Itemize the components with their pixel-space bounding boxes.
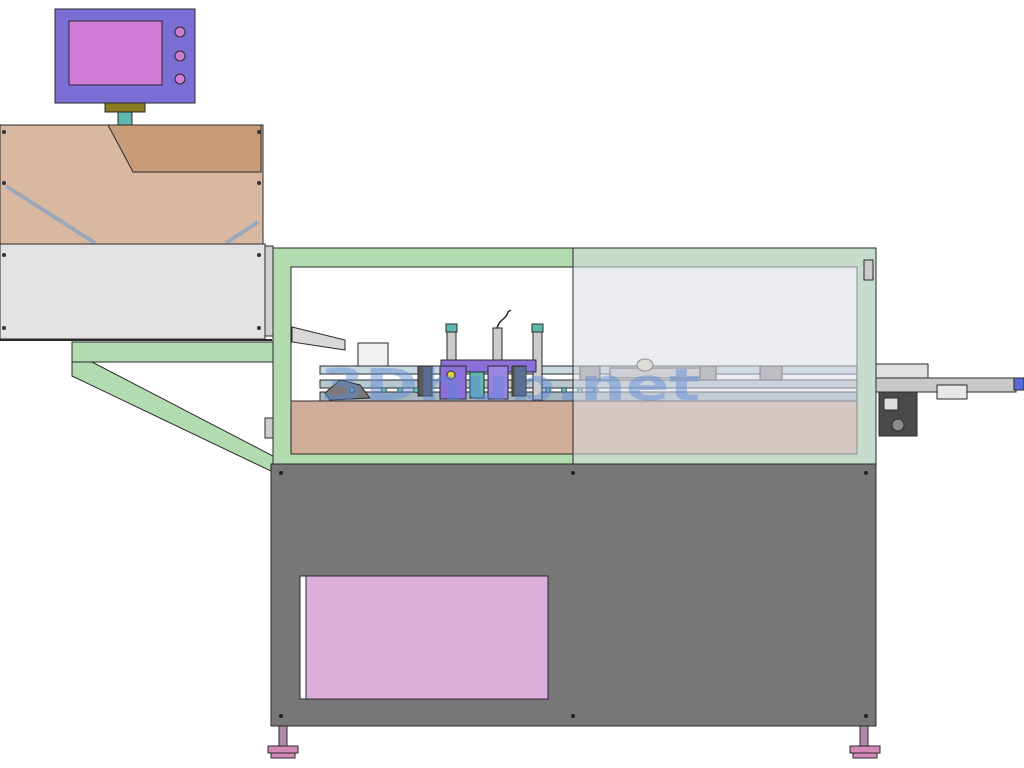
cabinet-bolt (864, 471, 868, 475)
hopper-bolt (2, 253, 6, 257)
bracket-top-beam (71, 341, 274, 363)
outfeed-motor-plate (883, 397, 899, 411)
station-cap-right (531, 323, 544, 333)
forming-station (417, 309, 544, 401)
rail-roller (545, 387, 551, 393)
station-post-mid (492, 327, 503, 361)
outfeed-motor-hub (891, 418, 905, 432)
hopper-bolt (257, 253, 261, 257)
glass-cover (572, 247, 877, 465)
station-clamp-b (511, 365, 527, 397)
leveling-foot-icon (849, 725, 881, 759)
hopper-bolt (2, 326, 6, 330)
hmi-mount-nut (104, 102, 146, 113)
hopper (0, 124, 274, 341)
outfeed-unit (875, 363, 1024, 437)
station-clamp-c (469, 371, 485, 399)
rail-roller (413, 387, 419, 393)
hopper-right-brace (224, 220, 260, 245)
cabinet-bolt (279, 471, 283, 475)
station-indicator (446, 370, 456, 380)
station-block-mid (487, 365, 509, 400)
hopper-side-plate (264, 245, 274, 337)
screen-icon (68, 20, 163, 86)
outfeed-end-cap (1013, 377, 1024, 391)
rail-roller (349, 387, 355, 393)
infeed-chute (291, 326, 346, 351)
hopper-bolt (2, 130, 6, 134)
rail-roller (561, 387, 567, 393)
watermark-text: 3Dhub.net (320, 360, 700, 411)
hopper-back-panel (107, 124, 262, 173)
leveling-foot-icon (267, 725, 299, 759)
door-latch[interactable] (863, 259, 874, 281)
rail-roller (381, 387, 387, 393)
leveling-feet (267, 725, 881, 759)
cabinet-bolt (571, 471, 575, 475)
main-cabinet (270, 463, 877, 727)
hmi-mount-stem (117, 111, 133, 127)
support-bracket (71, 341, 283, 473)
cabinet-bolt (864, 714, 868, 718)
sensor-cable (496, 309, 512, 329)
hopper-left-brace (4, 184, 97, 245)
cabinet-door[interactable] (299, 575, 549, 700)
hopper-bolt (2, 181, 6, 185)
cabinet-door-hinge-strip (299, 575, 307, 700)
rail-roller (397, 387, 403, 393)
cabinet-bolt (571, 714, 575, 718)
outfeed-bracket (936, 384, 968, 400)
upper-frame (272, 247, 877, 465)
hmi-button-1 (174, 26, 186, 38)
cabinet-bolt (279, 714, 283, 718)
hopper-bolt (257, 181, 261, 185)
hmi-button-3 (174, 73, 186, 85)
station-clamp-a (417, 365, 433, 397)
station-cap-left (445, 323, 458, 333)
pusher-wheel (324, 379, 371, 401)
hmi-button-2 (174, 50, 186, 62)
hopper-bolt (257, 326, 261, 330)
hopper-base (0, 243, 266, 340)
bracket-diagonal (71, 361, 274, 473)
hopper-bolt (257, 130, 261, 134)
hmi-panel (54, 8, 196, 127)
